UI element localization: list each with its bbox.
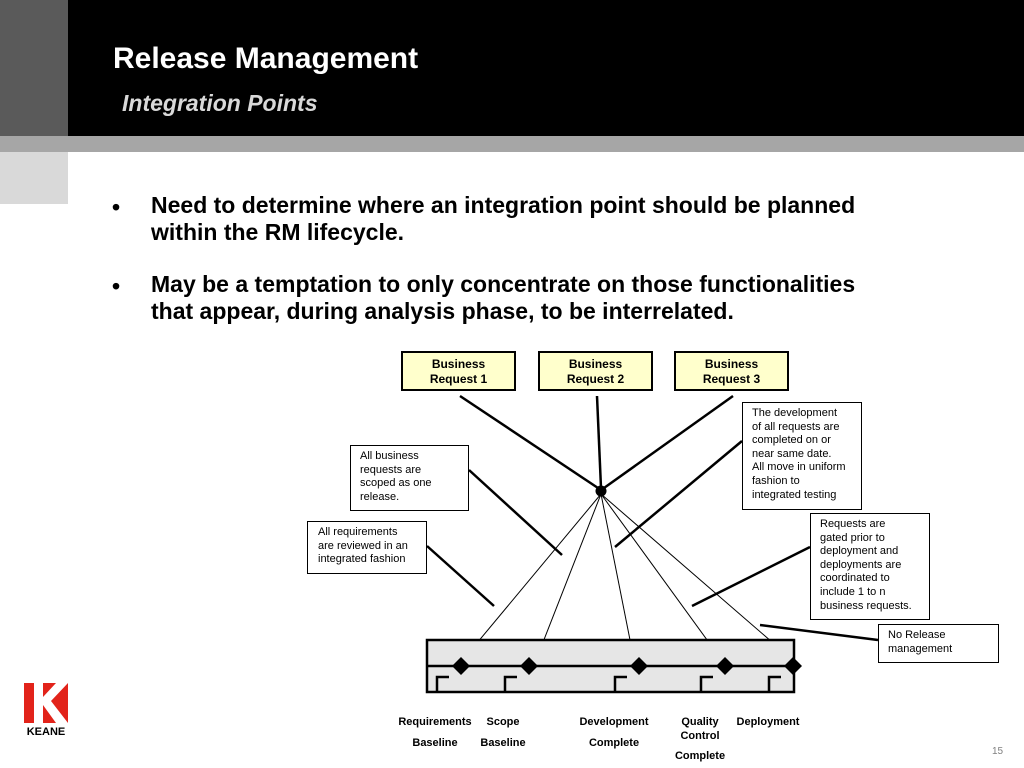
callout-line (426, 545, 495, 607)
business-request-label: Business (568, 357, 623, 371)
business-request-label: Business (704, 357, 759, 371)
note-line: No Release (888, 629, 946, 641)
milestone-label-control: Control (680, 730, 720, 742)
note-line: near same date. (752, 447, 832, 460)
note-line: coordinated to (820, 572, 890, 585)
timeline-tick (503, 675, 517, 692)
note-no-release: No Release management (878, 624, 999, 663)
request-line (603, 394, 734, 490)
business-request-2: Business Request 2 (538, 351, 653, 391)
note-line: deployments are (820, 558, 902, 571)
note-line: gated prior to (820, 531, 885, 544)
note-line: completed on or (752, 434, 831, 447)
slide-subtitle: Integration Points (122, 90, 318, 116)
milestone-label-qc-complete: Complete (674, 750, 726, 762)
note-requirements: All requirements are reviewed in an inte… (307, 521, 427, 574)
keane-logo: KEANE (24, 683, 68, 738)
milestone-diamond (520, 657, 538, 675)
note-scoped: All business requests are scoped as one … (350, 445, 469, 511)
milestone-label-quality: Quality (681, 716, 719, 728)
callout-line (691, 545, 811, 608)
note-line: include 1 to n (820, 585, 886, 598)
milestone-label-scope-baseline: Baseline (480, 737, 526, 749)
note-line: Requests are (820, 518, 886, 530)
bullet-line: within the RM lifecycle. (151, 219, 405, 245)
milestone-label-deployment: Deployment (736, 716, 800, 728)
milestone-diamond (784, 657, 802, 675)
note-line: All business (360, 450, 419, 462)
slide-title: Release Management (113, 42, 419, 75)
business-request-label: Business (431, 357, 486, 371)
business-request-label: Request 2 (566, 372, 625, 386)
note-line: release. (360, 490, 400, 503)
page-number: 15 (992, 746, 1004, 757)
note-development: The development of all requests are comp… (742, 402, 862, 510)
request-line (459, 394, 599, 490)
note-line: business requests. (820, 599, 912, 612)
milestone-label-development: Development (579, 716, 649, 728)
business-request-label: Request 3 (702, 372, 761, 386)
note-line: fashion to (752, 474, 800, 487)
keane-logo-text: KEANE (27, 726, 66, 737)
bullet-line: that appear, during analysis phase, to b… (151, 298, 734, 324)
milestone-arrow (600, 493, 719, 656)
callout-line (468, 469, 563, 556)
bullet-marker: • (112, 194, 121, 220)
note-line: integrated testing (752, 488, 837, 501)
note-line: All move in uniform (752, 461, 846, 474)
timeline-tick (767, 675, 781, 692)
milestone-diamond (716, 657, 734, 675)
business-request-1: Business Request 1 (401, 351, 516, 391)
header-side-block (0, 0, 68, 136)
milestone-arrow (536, 493, 602, 656)
note-line: are reviewed in an (318, 539, 408, 552)
timeline-tick (613, 675, 627, 692)
milestone-label-scope: Scope (486, 716, 520, 728)
keane-logo-mark: KEANE (24, 683, 68, 738)
milestone-arrow (466, 493, 602, 656)
bullet-line: Need to determine where an integration p… (151, 192, 856, 218)
note-line: management (888, 642, 953, 655)
bullet-marker: • (112, 273, 121, 299)
note-line: of all requests are (752, 420, 840, 433)
request-line (595, 395, 603, 489)
business-request-3: Business Request 3 (674, 351, 789, 391)
milestone-arrow (600, 493, 637, 656)
header-bar (68, 0, 1024, 136)
milestone-label-req-baseline: Baseline (412, 737, 458, 749)
callout-line (614, 440, 743, 548)
side-accent-box (0, 152, 68, 204)
timeline-tick (435, 675, 449, 692)
milestone-arrow (600, 493, 788, 656)
milestone-diamond (452, 657, 470, 675)
note-line: The development (752, 407, 837, 419)
bullet-text-2: May be a temptation to only concentrate … (151, 271, 951, 325)
note-line: scoped as one (360, 477, 432, 490)
convergence-dot (595, 485, 607, 497)
milestone-diamond (630, 657, 648, 675)
bullet-text-1: Need to determine where an integration p… (151, 192, 951, 246)
note-gated: Requests are gated prior to deployment a… (810, 513, 930, 620)
timeline-tick (699, 675, 713, 692)
business-request-label: Request 1 (429, 372, 488, 386)
milestone-label-dev-complete: Complete (588, 737, 640, 749)
note-line: All requirements (318, 526, 398, 538)
callout-line (759, 623, 879, 642)
header-band (0, 136, 1024, 152)
milestone-label-requirements: Requirements (398, 716, 472, 728)
note-line: deployment and (820, 545, 899, 558)
bullet-line: May be a temptation to only concentrate … (151, 271, 856, 297)
note-line: requests are (360, 463, 422, 476)
note-line: integrated fashion (318, 553, 406, 566)
